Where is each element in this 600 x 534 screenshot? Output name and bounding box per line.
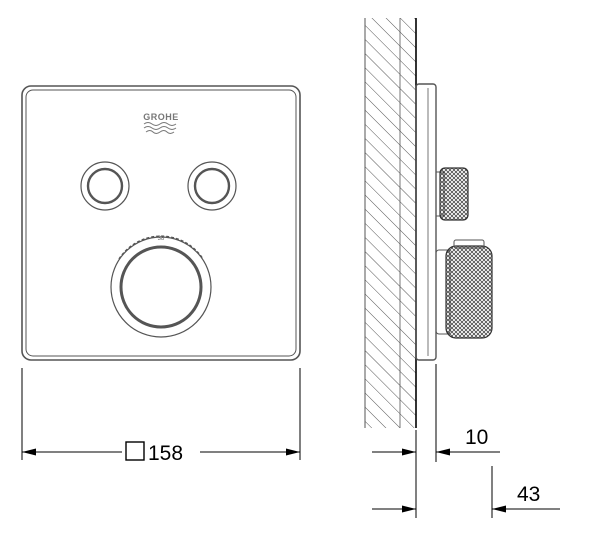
side-view: 10 43 — [364, 18, 560, 518]
logo-wave-1 — [143, 122, 177, 126]
dimension-43-value: 43 — [517, 483, 540, 506]
cover-plate-outer — [21, 85, 301, 361]
dimension-10: 10 — [372, 364, 500, 518]
push-button-left — [80, 161, 130, 211]
dial-scale-label: 38 — [158, 236, 165, 242]
grohe-logo: GROHE — [143, 112, 179, 134]
logo-wave-2 — [143, 126, 177, 130]
wall-section — [365, 18, 416, 428]
dial-scale-arc — [118, 235, 204, 260]
dimension-10-value: 10 — [465, 426, 488, 449]
width-value: 158 — [148, 442, 183, 465]
cover-plate-inner — [25, 89, 297, 357]
square-symbol — [125, 441, 145, 461]
plate-profile — [415, 83, 437, 361]
thermostat-dial: 38 — [110, 235, 212, 338]
front-view: GROHE 38 15 — [21, 85, 301, 465]
logo-wave-3 — [145, 130, 175, 134]
logo-text: GROHE — [143, 112, 179, 122]
dial-outer — [110, 236, 212, 338]
dial-profile — [435, 239, 493, 339]
width-dimension: 158 — [21, 368, 301, 465]
push-button-right — [187, 161, 237, 211]
button-profile — [435, 167, 469, 221]
dial-knob — [119, 245, 203, 329]
dimension-43: 43 — [372, 466, 560, 518]
